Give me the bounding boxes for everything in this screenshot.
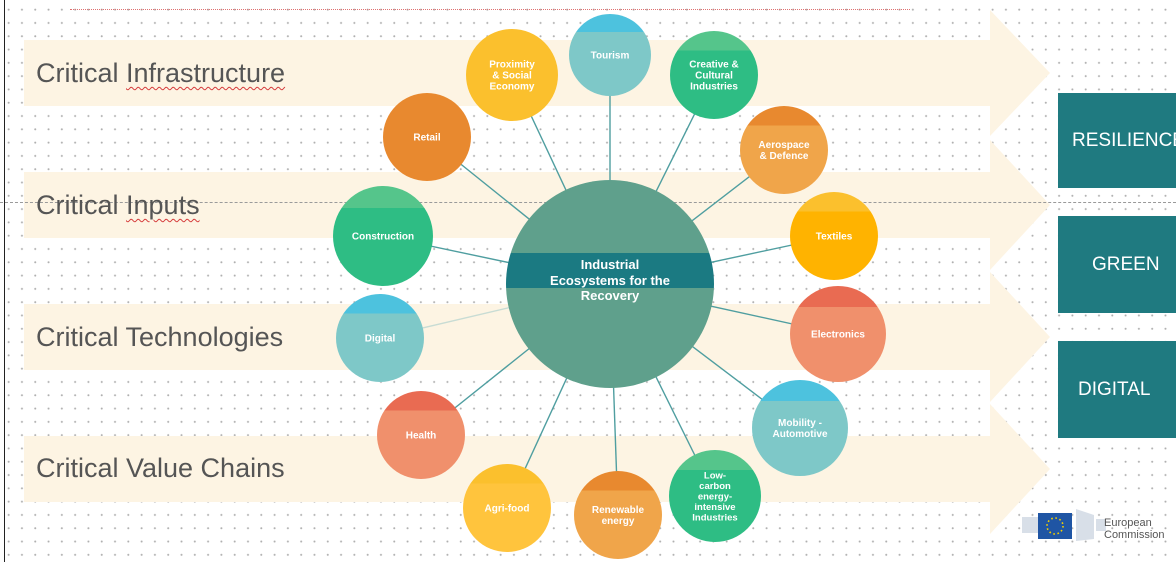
ecosystem-circle [377, 391, 465, 479]
ecosystem-circle [333, 186, 433, 286]
ecosystem-circle [569, 14, 651, 96]
band-label-technologies: Critical Technologies [36, 322, 284, 352]
ecosystem-label: Creative & [689, 60, 738, 71]
ecosystem-node: Tourism [569, 14, 651, 96]
ecosystem-label: Digital [365, 334, 396, 345]
ecosystem-label: Agri-food [485, 504, 530, 515]
ecosystem-label: Electronics [811, 330, 865, 341]
band-label-infrastructure: Critical Infrastructure [36, 58, 285, 89]
ecosystem-node: Health [377, 391, 465, 479]
ecosystem-circle [669, 450, 761, 542]
band-label-value-chains: Critical Value Chains [36, 453, 285, 483]
center-label-line-3: Recovery [581, 288, 640, 303]
label-word: Critical [36, 190, 127, 220]
band-arrow-head [990, 404, 1050, 534]
center-circle [506, 180, 714, 388]
ecosystem-label: Low- [704, 470, 726, 481]
center-label-line-1: Industrial [581, 257, 640, 272]
org-name-line-2: Commission [1104, 529, 1165, 541]
outcome-resilience: RESILIENCE [1058, 93, 1176, 188]
ecosystem-node: Aerospace& Defence [740, 106, 828, 194]
guide-line-top [70, 9, 910, 10]
ecosystem-label: Renewable [592, 505, 645, 516]
ecosystem-node: Electronics [790, 286, 886, 382]
ecosystem-label: & Defence [760, 151, 809, 162]
ecosystem-node: Digital [336, 294, 424, 382]
ecosystem-circle [336, 294, 424, 382]
outcome-label: DIGITAL [1078, 378, 1151, 400]
band-arrow-head [990, 272, 1050, 402]
ecosystem-label: Proximity [489, 60, 535, 71]
ecosystem-circle [790, 192, 878, 280]
ecosystem-label: energy [602, 516, 635, 527]
ecosystem-node: Construction [333, 186, 433, 286]
spellcheck-word: Infrastructure [126, 58, 286, 88]
ecosystem-circle [740, 106, 828, 194]
ecosystem-label: Construction [352, 232, 414, 243]
band-arrow-head [990, 10, 1050, 136]
outcome-label: GREEN [1092, 253, 1160, 275]
ecosystem-label: & Social [492, 71, 532, 82]
ecosystem-label: energy- [698, 491, 732, 502]
ecosystem-node: Textiles [790, 192, 878, 280]
label-word: Critical [36, 58, 127, 88]
band-label-inputs: Critical Inputs [36, 190, 200, 221]
ecosystem-label: Aerospace [758, 140, 810, 151]
ecosystem-label: Health [406, 431, 437, 442]
ecosystem-circle [752, 380, 848, 476]
ecosystem-circle [383, 93, 471, 181]
ecosystem-node: Retail [383, 93, 471, 181]
ecosystem-node: Mobility -Automotive [752, 380, 848, 476]
ecosystem-label: Economy [489, 82, 534, 93]
ecosystem-circle [790, 286, 886, 382]
band-arrow-head [990, 140, 1050, 270]
center-label-line-2: Ecosystems for the [550, 273, 670, 288]
ecosystem-label: Mobility - [778, 418, 822, 429]
outcome-label: RESILIENCE [1072, 129, 1176, 151]
ecosystem-label: Retail [413, 133, 440, 144]
ecosystem-label: Cultural [695, 71, 733, 82]
european-commission-logo [1022, 509, 1106, 541]
outcome-green: GREEN [1058, 216, 1176, 313]
ecosystem-label: Industries [692, 512, 737, 523]
center-node: Industrial Ecosystems for the Recovery [506, 180, 714, 388]
ecosystem-circle [463, 464, 551, 552]
ecosystem-circle [466, 29, 558, 121]
ecosystem-label: Textiles [816, 232, 853, 243]
slide-left-border [4, 0, 5, 562]
org-name: European Commission [1104, 517, 1165, 541]
ecosystem-node: Agri-food [463, 464, 551, 552]
ecosystem-label: carbon [699, 481, 731, 492]
ecosystem-label: Automotive [773, 429, 828, 440]
spellcheck-word: Inputs [126, 190, 200, 220]
org-name-line-1: European [1104, 517, 1152, 529]
outcome-digital: DIGITAL [1058, 341, 1176, 438]
ecosystem-circle [574, 471, 662, 559]
ecosystem-circle [670, 31, 758, 119]
ecosystem-label: Industries [690, 82, 738, 93]
ecosystem-label: Tourism [591, 51, 630, 62]
ecosystem-label: intensive [694, 502, 735, 513]
